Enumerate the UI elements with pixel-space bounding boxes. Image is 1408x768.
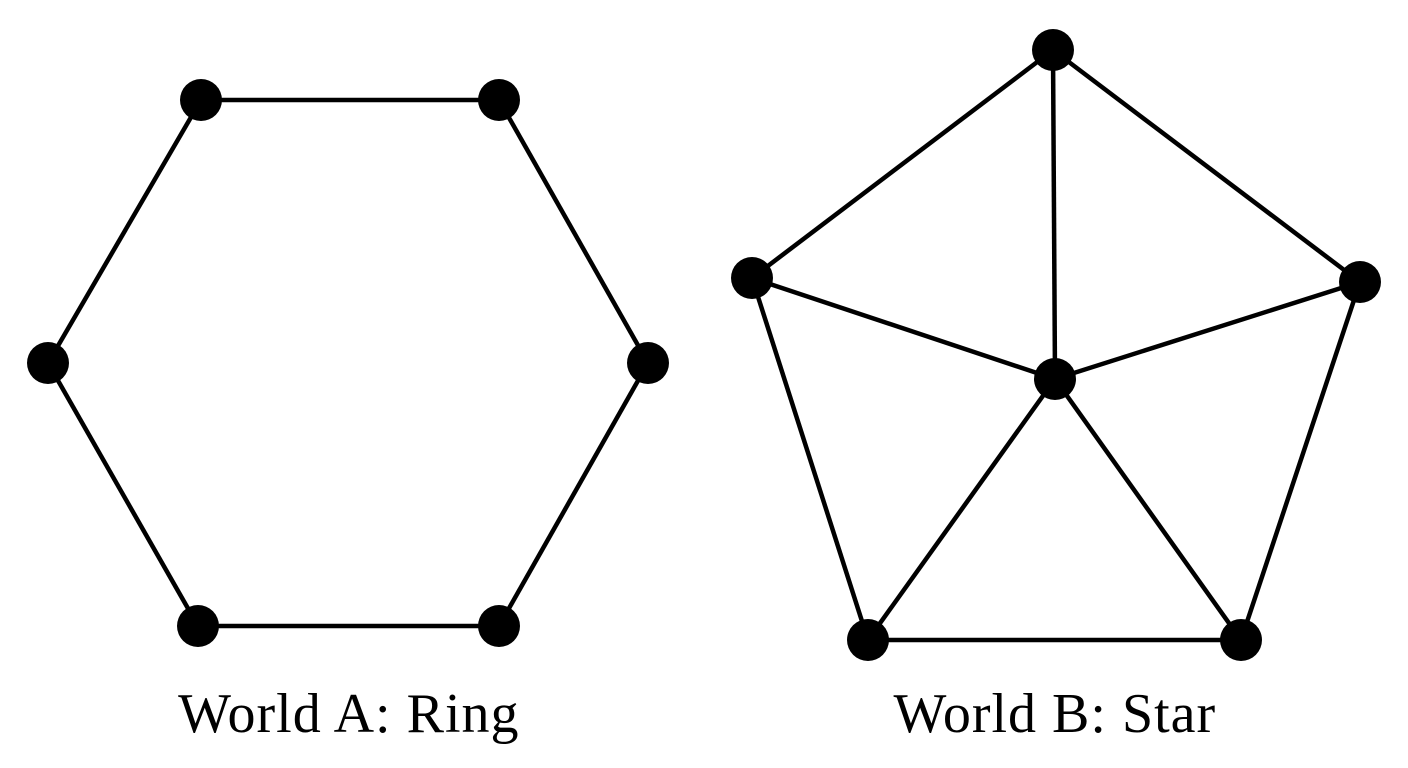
ring-node [177, 605, 219, 647]
star-edge [1053, 377, 1243, 642]
star-node [1220, 619, 1262, 661]
star-graph [731, 29, 1381, 661]
ring-node [478, 605, 520, 647]
star-edge [866, 377, 1057, 642]
star-node [731, 257, 773, 299]
star-node [1032, 29, 1074, 71]
star-node [1339, 261, 1381, 303]
star-edge [749, 277, 871, 641]
star-edge [1238, 281, 1363, 641]
star-node [847, 619, 889, 661]
ring-edge [46, 98, 203, 365]
star-edge [1051, 48, 1362, 284]
ring-node [180, 79, 222, 121]
star-edge [1050, 49, 1058, 380]
ring-edge [497, 361, 650, 628]
star-node [1034, 358, 1076, 400]
star-edge [751, 275, 1056, 382]
ring-node [627, 342, 669, 384]
ring-node [27, 342, 69, 384]
ring-edge [46, 361, 200, 628]
caption-world-b-star: World B: Star [893, 683, 1217, 745]
ring-node [478, 79, 520, 121]
star-edge [1054, 279, 1361, 382]
star-edge [750, 48, 1055, 280]
ring-edge [497, 98, 650, 365]
caption-world-a-ring: World A: Ring [178, 683, 520, 745]
ring-graph [27, 79, 669, 647]
